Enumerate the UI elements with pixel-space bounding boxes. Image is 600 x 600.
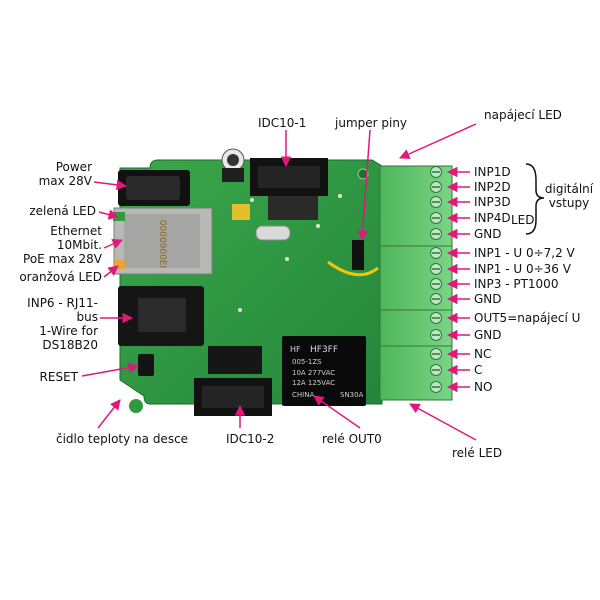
terminal-label: GND (474, 227, 502, 241)
digital-inputs-label-line-2: vstupy (548, 196, 590, 210)
relay-led-label: relé LED (452, 446, 503, 460)
reset-button (138, 354, 154, 376)
terminal-label: C (474, 363, 483, 377)
idc10-2-header (194, 378, 272, 416)
jumper-pins (352, 240, 364, 270)
terminal-label: INP4D (474, 211, 511, 225)
jumper-pins-label: jumper piny (335, 116, 408, 130)
terminal-label: INP3 - PT1000 (474, 277, 559, 291)
terminal-label: INP1 - U 0÷36 V (474, 262, 571, 276)
temp-sensor-label: čidlo teploty na desce (56, 432, 189, 446)
digital-inputs-bracket (525, 163, 545, 235)
ethernet-label-line-2: 10Mbit. (56, 238, 102, 252)
orange-led-label: oranžová LED (19, 270, 102, 284)
inp6-label: INP6 - RJ11- bus 1-Wire for DS18B20 (2, 296, 98, 352)
terminal-label: INP1 - U 0÷7,2 V (474, 246, 575, 260)
pin-header (208, 346, 262, 374)
relay-rating-2: 12A 125VAC (292, 379, 335, 387)
relay-label: relé OUT0 (322, 432, 382, 446)
terminal-label: INP1D (474, 165, 511, 179)
terminal-label: NO (474, 380, 493, 394)
relay-origin: CHINA (292, 391, 314, 399)
microcontroller (268, 196, 318, 220)
terminal-label: OUT5=napájecí U (474, 311, 581, 325)
idc10-1-label: IDC10-1 (258, 116, 307, 130)
rj11-jack (118, 286, 204, 346)
digital-inputs-label: digitální vstupy (536, 182, 600, 210)
green-led-label: zelená LED (29, 204, 96, 218)
ethernet-label-line-1: Ethernet (50, 224, 102, 238)
relay-model: HF3FF (310, 345, 338, 355)
ethernet-label: Ethernet 10Mbit. PoE max 28V (2, 224, 102, 266)
relay-code: SN30A (340, 391, 364, 399)
yellow-wire (327, 260, 379, 277)
reset-label: RESET (39, 370, 78, 384)
inp6-label-line-2: bus (76, 310, 98, 324)
relay-part: 005-1ZS (292, 358, 322, 366)
relay: HF HF3FF 005-1ZS 10A 277VAC 12A 125VAC C… (282, 336, 366, 406)
power-label-line-1: Power (55, 160, 92, 174)
idc10-1-header (250, 158, 328, 196)
digital-inputs-label-line-1: digitální (544, 182, 594, 196)
terminal-label: INP3D (474, 195, 511, 209)
power-jack (118, 170, 190, 206)
idc10-2-label: IDC10-2 (226, 432, 275, 446)
inp6-label-line-1: INP6 - RJ11- (27, 296, 98, 310)
led-overlap-label: LED (511, 213, 535, 227)
terminal-label: GND (474, 292, 502, 306)
callout-arrows (81, 123, 477, 441)
capacitor (221, 148, 245, 182)
relay-rating-1: 10A 277VAC (292, 369, 335, 377)
terminal-label: INP2D (474, 180, 511, 194)
terminal-blocks (379, 165, 453, 401)
terminal-label: NC (474, 347, 492, 361)
ethernet-jack: 0000900EI (113, 207, 213, 275)
crystal (255, 225, 291, 241)
power-label: Power max 28V (22, 160, 92, 188)
inp6-label-line-3: 1-Wire for (39, 324, 98, 338)
power-led-label: napájecí LED (484, 108, 562, 122)
yellow-capacitor (232, 204, 250, 220)
power-label-line-2: max 28V (38, 174, 92, 188)
ethernet-label-line-3: PoE max 28V (23, 252, 102, 266)
ethernet-jack-print: 0000900EI (157, 220, 167, 268)
inp6-label-line-4: DS18B20 (42, 338, 98, 352)
relay-brand: HF (290, 345, 301, 354)
terminal-label: GND (474, 328, 502, 342)
